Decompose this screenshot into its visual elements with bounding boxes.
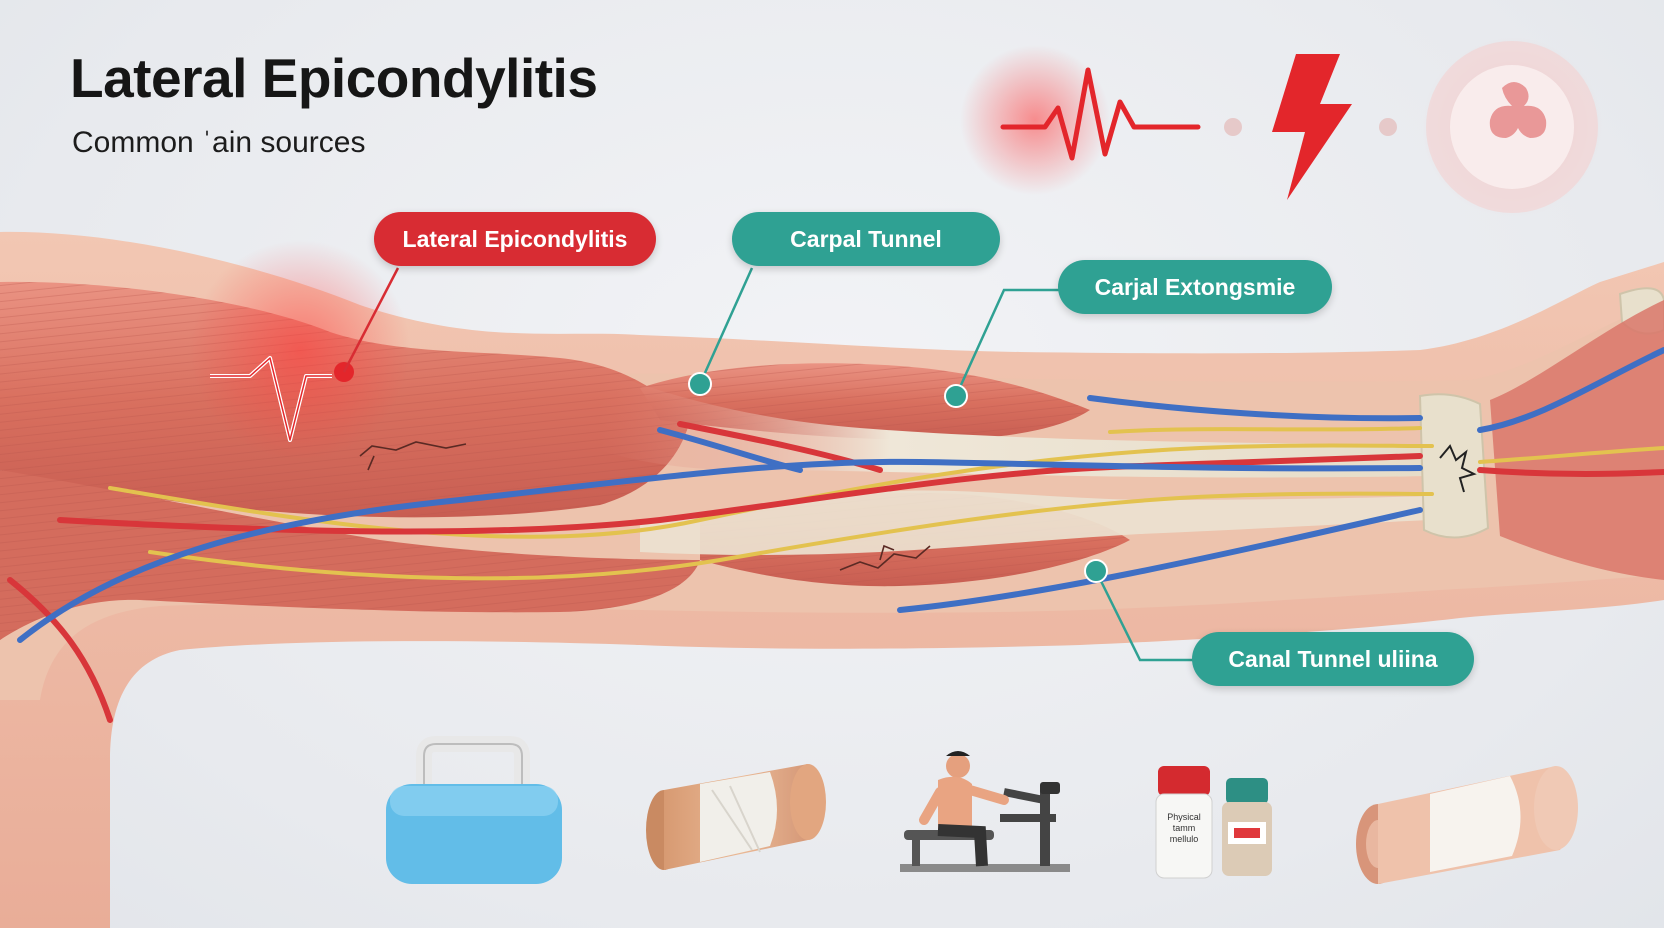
separator-dot-icon xyxy=(1224,118,1242,136)
separator-dot-icon xyxy=(1379,118,1397,136)
label-lateral-epicondylitis: Lateral Epicondylitis xyxy=(374,212,656,266)
veins xyxy=(17,347,1664,643)
bottle-label-text: Physical tamm mellulo xyxy=(1167,812,1201,844)
pain-circle-icon xyxy=(1422,37,1602,217)
leader-lines xyxy=(342,267,1194,662)
heartbeat-icon xyxy=(960,45,1201,195)
medication-bottles-icon xyxy=(1155,766,1272,879)
pain-highlight xyxy=(190,240,410,460)
compression-sleeve-icon xyxy=(646,764,826,870)
label-canal-tunnel: Canal Tunnel uliina xyxy=(1192,632,1474,686)
leader-line-lateral xyxy=(342,267,400,373)
top-pain-icons xyxy=(960,37,1602,217)
lightning-icon xyxy=(1272,54,1352,200)
leader-line-canal xyxy=(1094,570,1194,662)
ice-pack-icon xyxy=(386,736,562,884)
nerves xyxy=(108,426,1664,581)
page-subtitle: Common ˈain sources xyxy=(72,126,366,159)
arm xyxy=(0,231,1664,928)
page-title: Lateral Epicondylitis xyxy=(70,47,598,109)
leader-line-extensor xyxy=(954,288,1060,397)
label-carpal-extensor: Carjal Extongsmie xyxy=(1058,260,1332,314)
elastic-bandage-icon xyxy=(1356,766,1578,884)
label-carpal-tunnel: Carpal Tunnel xyxy=(732,212,1000,266)
leader-line-carpal xyxy=(698,267,754,385)
physical-therapy-icon xyxy=(900,751,1070,872)
tendon-micro-tears xyxy=(359,441,931,571)
leader-dots xyxy=(688,372,1108,583)
